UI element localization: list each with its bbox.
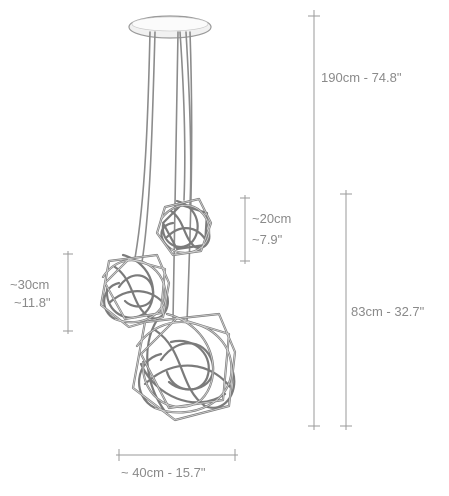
cluster-height-label: 83cm - 32.7" bbox=[351, 304, 425, 319]
dimension-medium-shade: ~30cm ~11.8" bbox=[10, 251, 73, 334]
small-shade-label-cm: ~20cm bbox=[252, 211, 291, 226]
width-label: ~ 40cm - 15.7" bbox=[121, 465, 206, 480]
total-height-label: 190cm - 74.8" bbox=[321, 70, 402, 85]
medium-wire-shade bbox=[99, 253, 171, 329]
medium-shade-label-cm: ~30cm bbox=[10, 277, 49, 292]
small-shade-label-in: ~7.9" bbox=[252, 232, 283, 247]
dimension-width: ~ 40cm - 15.7" bbox=[116, 449, 238, 480]
large-wire-shade bbox=[131, 312, 237, 422]
dimension-total-height: 190cm - 74.8" bbox=[308, 10, 402, 430]
medium-shade-label-in: ~11.8" bbox=[14, 295, 51, 310]
dimension-cluster-height: 83cm - 32.7" bbox=[340, 190, 425, 430]
small-wire-shade bbox=[155, 197, 213, 257]
ceiling-canopy bbox=[128, 15, 212, 39]
dimension-small-shade: ~20cm ~7.9" bbox=[240, 195, 291, 264]
suspension-cables bbox=[134, 31, 193, 323]
